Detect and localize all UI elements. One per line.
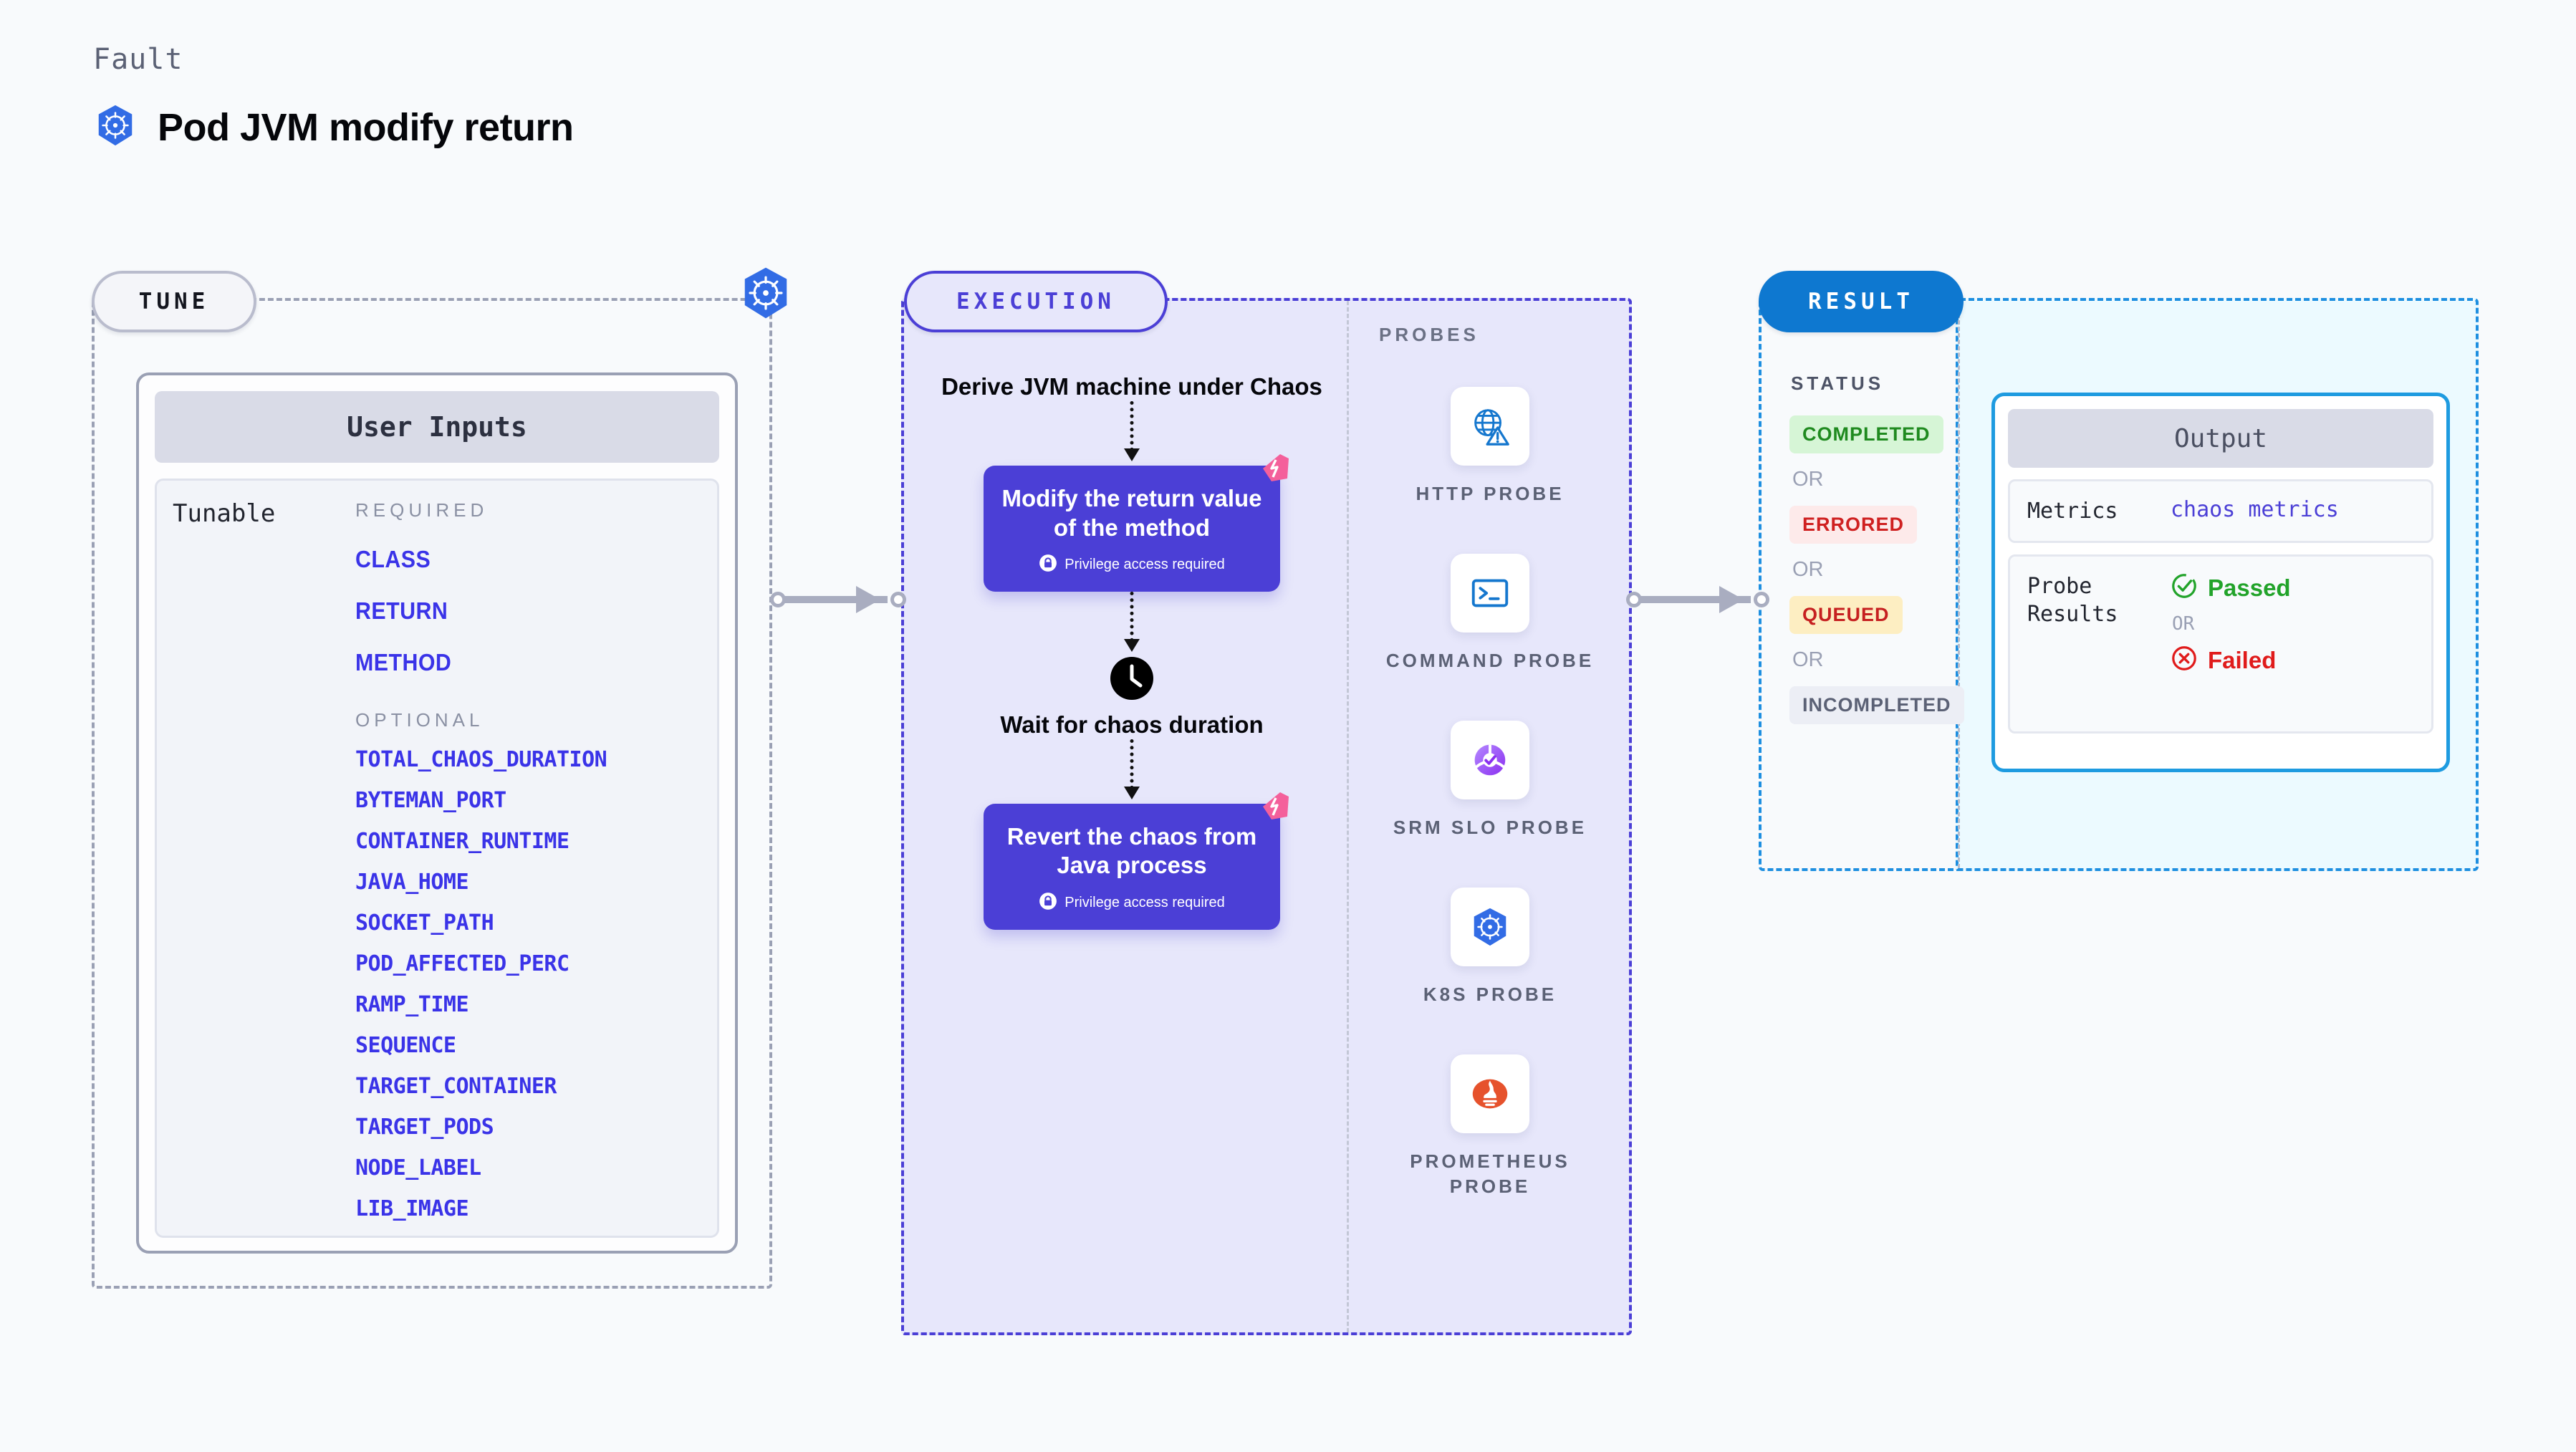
status-list: COMPLETED OR ERRORED OR QUEUED OR INCOMPLETED (1789, 415, 1964, 724)
action-label: Modify the return value of the method (1001, 485, 1262, 541)
probes-title: PROBES (1379, 324, 1479, 345)
page-title: Pod JVM modify return (158, 105, 574, 149)
metrics-key: Metrics (2027, 499, 2118, 524)
user-inputs-header: User Inputs (155, 391, 719, 463)
optional-param[interactable]: TARGET_PODS (355, 1115, 494, 1140)
flow-arrow (931, 591, 1332, 656)
status-or-label: OR (1792, 468, 1824, 491)
probes-list: HTTP PROBE COMMAND PROBE SRM SLO PROBE K8S … (1375, 387, 1605, 1247)
optional-param[interactable]: POD_AFFECTED_PERC (355, 951, 569, 976)
action-modify-return[interactable]: Modify the return value of the method Pr… (984, 454, 1289, 592)
globe-warning-icon (1451, 387, 1529, 466)
status-badge: QUEUED (1789, 596, 1903, 634)
flow-step-derive: Derive JVM machine under Chaos (941, 373, 1322, 400)
tune-region (92, 298, 772, 1289)
probe-item[interactable]: HTTP PROBE (1375, 387, 1605, 506)
privilege-text: Privilege access required (1064, 556, 1225, 572)
required-param[interactable]: RETURN (355, 597, 448, 624)
title-row: Pod JVM modify return (93, 103, 574, 151)
privilege-note: Privilege access required (998, 554, 1266, 576)
status-title: STATUS (1791, 372, 1885, 394)
prometheus-icon (1451, 1054, 1529, 1134)
chaos-marker-icon (1256, 450, 1296, 490)
action-label: Revert the chaos from Java process (1006, 823, 1257, 879)
status-badge: COMPLETED (1789, 415, 1943, 453)
flow-arrow (931, 401, 1332, 466)
lock-icon (1039, 554, 1057, 576)
optional-param[interactable]: NODE_LABEL (355, 1155, 481, 1181)
required-param[interactable]: METHOD (355, 649, 452, 675)
probe-result-failed: Failed (2171, 645, 2291, 675)
lock-icon (1039, 892, 1057, 914)
probe-item[interactable]: SRM SLO PROBE (1375, 721, 1605, 840)
output-card: Output Metrics chaos metrics Probe Resul… (1991, 393, 2450, 772)
flow-step-wait: Wait for chaos duration (1000, 711, 1264, 738)
probe-results-or: OR (2172, 613, 2195, 635)
srm-slo-icon (1451, 721, 1529, 800)
status-region (1759, 298, 1959, 871)
optional-params-list: TOTAL_CHAOS_DURATION BYTEMAN_PORT CONTAINE… (355, 747, 717, 1221)
fault-label: Fault (93, 43, 183, 76)
connector-execution-to-result (1626, 586, 1769, 613)
clock-icon (1110, 656, 1154, 701)
check-circle-icon (2171, 572, 2198, 603)
passed-label: Passed (2208, 574, 2291, 601)
status-divider (1958, 301, 1960, 868)
x-circle-icon (2171, 645, 2198, 675)
optional-param[interactable]: SEQUENCE (355, 1033, 456, 1058)
execution-flow: Derive JVM machine under Chaos Modify th… (931, 372, 1332, 930)
status-badge: INCOMPLETED (1789, 686, 1964, 724)
chaos-marker-icon (1256, 788, 1296, 828)
metrics-value[interactable]: chaos metrics (2171, 497, 2339, 522)
tunable-label: Tunable (173, 499, 276, 528)
required-param[interactable]: CLASS (355, 546, 431, 572)
tunable-box: Tunable REQUIRED CLASS RETURN METHOD OPTIO… (155, 479, 719, 1238)
output-header: Output (2008, 409, 2433, 468)
optional-param[interactable]: CONTAINER_RUNTIME (355, 829, 569, 854)
optional-param[interactable]: SOCKET_PATH (355, 910, 494, 936)
kubernetes-icon (1451, 888, 1529, 967)
probe-item[interactable]: COMMAND PROBE (1375, 554, 1605, 673)
status-badge: ERRORED (1789, 506, 1918, 544)
optional-param[interactable]: LIB_IMAGE (355, 1196, 469, 1221)
execution-pill[interactable]: EXECUTION (904, 271, 1168, 332)
required-title: REQUIRED (355, 499, 489, 521)
probe-label: SRM SLO PROBE (1393, 817, 1587, 839)
optional-param[interactable]: JAVA_HOME (355, 870, 469, 895)
probe-item[interactable]: K8S PROBE (1375, 888, 1605, 1007)
kubernetes-icon (93, 103, 138, 151)
connector-tune-to-execution (770, 586, 906, 613)
result-pill[interactable]: RESULT (1759, 271, 1964, 332)
probe-result-passed: Passed (2171, 572, 2291, 603)
probe-item[interactable]: PROMETHEUS PROBE (1375, 1054, 1605, 1199)
probe-results-row: Probe Results Passed OR (2008, 554, 2433, 734)
probe-results-values: Passed OR Failed (2171, 572, 2291, 675)
status-or-label: OR (1792, 648, 1824, 671)
privilege-text: Privilege access required (1064, 894, 1225, 910)
page-header: Fault Pod JVM modify return (93, 43, 574, 151)
user-inputs-card: User Inputs Tunable REQUIRED CLASS RETURN… (136, 372, 738, 1254)
probes-divider (1347, 301, 1349, 1332)
flow-arrow (931, 739, 1332, 804)
optional-param[interactable]: TARGET_CONTAINER (355, 1074, 557, 1099)
probe-label: PROMETHEUS PROBE (1410, 1150, 1570, 1198)
probe-label: K8S PROBE (1423, 984, 1557, 1006)
kubernetes-icon (738, 265, 794, 321)
probe-label: HTTP PROBE (1416, 483, 1565, 504)
tune-pill[interactable]: TUNE (92, 271, 256, 332)
optional-title: OPTIONAL (355, 709, 484, 731)
optional-param[interactable]: RAMP_TIME (355, 992, 469, 1017)
status-or-label: OR (1792, 558, 1824, 581)
probe-label: COMMAND PROBE (1385, 650, 1595, 672)
privilege-note: Privilege access required (998, 892, 1266, 914)
probe-results-key: Probe Results (2027, 574, 2118, 627)
terminal-icon (1451, 554, 1529, 633)
optional-param[interactable]: TOTAL_CHAOS_DURATION (355, 747, 607, 772)
required-params-list: CLASS RETURN METHOD (355, 546, 717, 676)
params-column: REQUIRED CLASS RETURN METHOD OPTIONAL TOTA… (355, 499, 717, 1236)
optional-param[interactable]: BYTEMAN_PORT (355, 788, 506, 813)
failed-label: Failed (2208, 646, 2277, 673)
action-revert-chaos[interactable]: Revert the chaos from Java process Privi… (984, 792, 1289, 930)
metrics-row: Metrics chaos metrics (2008, 479, 2433, 543)
